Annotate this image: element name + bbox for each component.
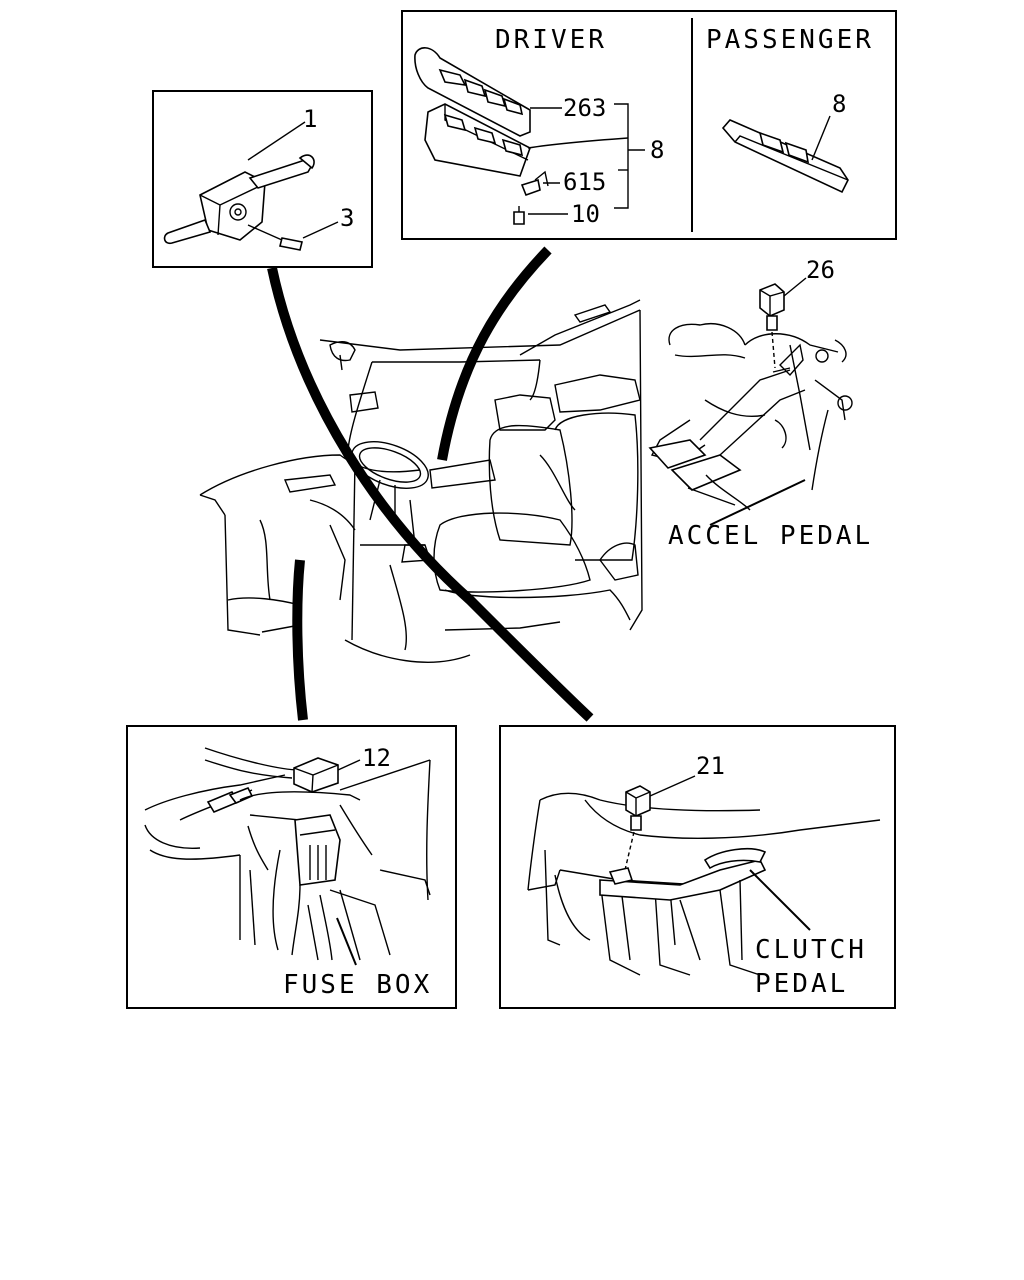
callout-clip: 615 <box>563 168 606 196</box>
screw-illustration <box>247 221 339 251</box>
fuse-box-relay-illustration <box>293 757 361 793</box>
driver-label: DRIVER <box>495 25 607 55</box>
clutch-label-line2: PEDAL <box>755 969 848 999</box>
fuse-box-panel: 12 FUSE BOX <box>126 725 457 1009</box>
driver-switch-assembly-illustration <box>424 103 531 177</box>
passenger-label: PASSENGER <box>706 25 874 55</box>
clip-and-bolt-illustration <box>513 170 549 225</box>
driver-switch-cover-illustration <box>414 47 531 137</box>
clutch-pedal-panel: 21 CLUTCH PEDAL <box>499 725 896 1009</box>
callout-fuse-box-relay: 12 <box>362 744 391 772</box>
clutch-label-line1: CLUTCH <box>755 935 867 965</box>
vehicle-interior <box>199 299 643 663</box>
callout-driver-switch-cover: 263 <box>563 94 606 122</box>
accel-pedal-label: ACCEL PEDAL <box>668 521 873 551</box>
fuse-box-label: FUSE BOX <box>283 970 432 1000</box>
passenger-switch-illustration <box>721 115 849 194</box>
accel-pedal-switch-illustration <box>759 277 807 369</box>
clutch-pedal-switch-illustration <box>608 775 696 885</box>
leader-curves <box>267 246 594 722</box>
callout-screw: 3 <box>340 204 354 232</box>
callout-combination-switch: 1 <box>303 105 317 133</box>
combination-switch-panel: 1 3 <box>152 90 373 268</box>
accel-pedal-area: 26 ACCEL PEDAL <box>648 256 873 551</box>
callout-clutch-pedal-switch: 21 <box>696 752 725 780</box>
window-switch-panel: DRIVER PASSENGER 263 <box>401 10 897 240</box>
callout-passenger-switch: 8 <box>832 90 846 118</box>
combination-switch-illustration <box>163 121 315 245</box>
callout-accel-pedal-switch: 26 <box>806 256 835 284</box>
callout-switch-assembly: 8 <box>650 136 664 164</box>
callout-bolt: 10 <box>571 200 600 228</box>
